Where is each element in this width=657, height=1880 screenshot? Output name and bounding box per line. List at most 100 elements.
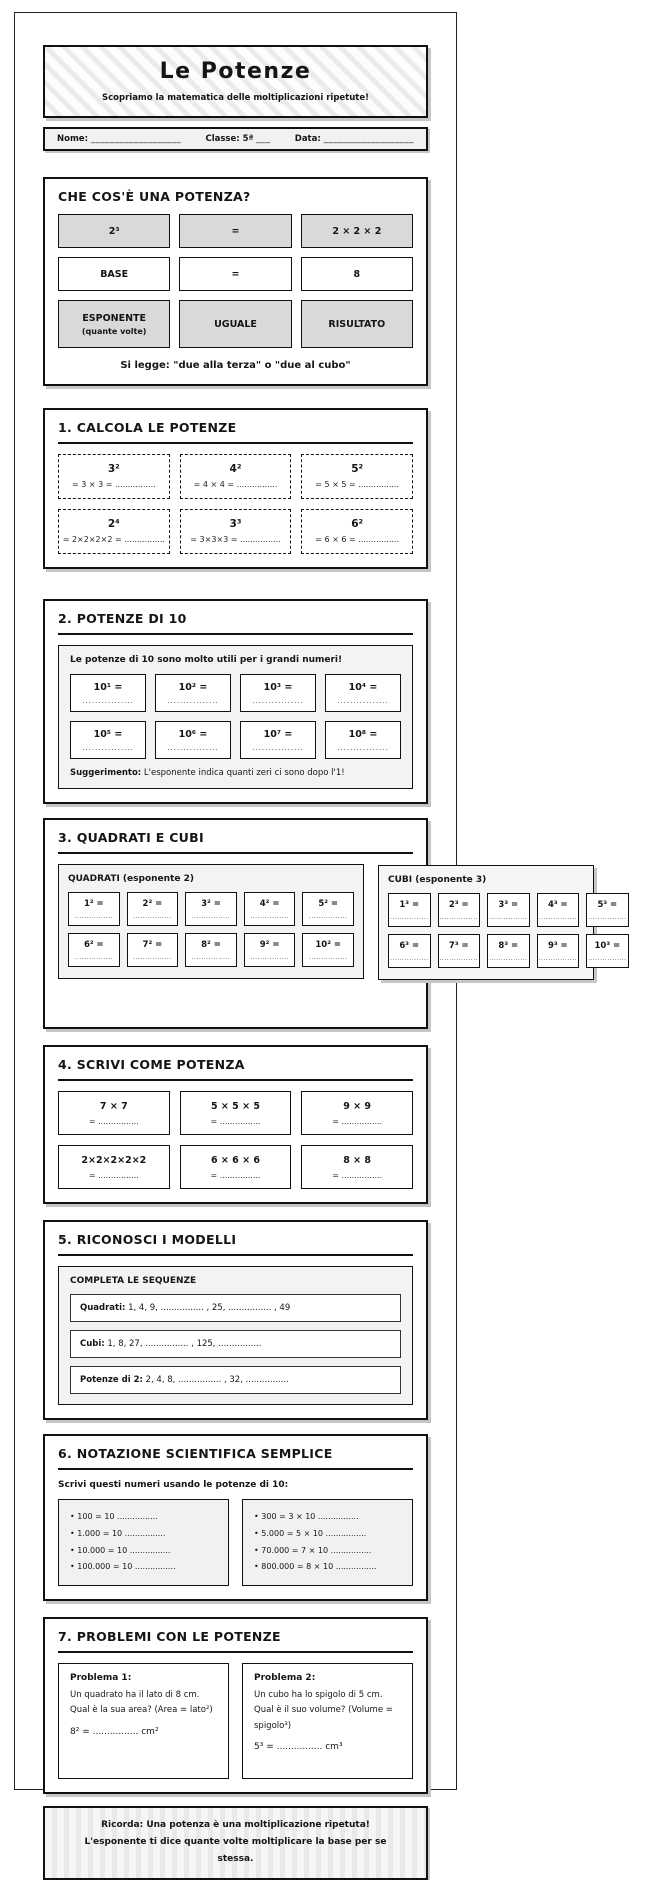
power-label: 10¹ = (93, 682, 123, 693)
fill-in-expression: = 6 × 6 = ................ (315, 535, 399, 544)
sequence-values: 1, 8, 27, ................ , 125, ......… (107, 1339, 262, 1349)
power-label: 9² = (259, 940, 280, 950)
hint-text: Suggerimento: L'esponente indica quanti … (70, 768, 401, 778)
answer-dots: ................ (167, 697, 219, 705)
fill-in-expression: = 4 × 4 = ................ (193, 480, 278, 489)
power-label: 7³ = (448, 941, 469, 951)
power-label: 8³ = (498, 941, 519, 951)
section-title: 6. NOTAZIONE SCIENTIFICA SEMPLICE (58, 1446, 333, 1461)
power-label: 1³ = (399, 900, 420, 910)
cube-box: 5³ =................ (586, 893, 629, 927)
sequence-label: Cubi: (80, 1339, 105, 1349)
potenze10-intro: Le potenze di 10 sono molto utili per i … (70, 655, 343, 665)
grid-cell-expansion: 2 × 2 × 2 (300, 214, 413, 248)
multiplication-label: 6 × 6 × 6 (211, 1155, 260, 1166)
power-label: 10⁷ = (263, 729, 293, 740)
answer-line: = ................ (88, 1171, 139, 1180)
title-rule (58, 633, 413, 635)
answer-dots: ................ (337, 744, 389, 752)
power-label: 5³ = (597, 900, 618, 910)
fill-in-expression: = 5 × 5 = ................ (315, 480, 399, 489)
exercise-box: 4² = 4 × 4 = ................ (179, 454, 292, 499)
problema-formula: 8² = ................ cm² (70, 1726, 159, 1737)
answer-dots: ................ (191, 913, 231, 920)
answer-dots: ................ (191, 954, 231, 961)
power-label: 10² = (315, 940, 341, 950)
square-box: 5² =................ (302, 892, 354, 926)
answer-dots: ................ (133, 954, 172, 961)
problema-text: Un cubo ha lo spigolo di 5 cm. Qual è il… (254, 1690, 393, 1731)
page-title: Le Potenze (159, 59, 312, 84)
reminder-label: Ricorda: (101, 1820, 144, 1831)
power-label: 10³ = (263, 682, 293, 693)
grid-cell-equals: = (179, 257, 292, 291)
answer-dots: ................ (489, 914, 528, 921)
square-box: 6² =................ (68, 933, 120, 967)
name-field: Nome: ___________________ (57, 134, 181, 144)
exercise-box: 8 × 8 = ................ (301, 1145, 413, 1189)
class-label: Classe: 5ª (205, 134, 254, 144)
problema-1-box: Problema 1: Un quadrato ha il lato di 8 … (58, 1663, 229, 1780)
worksheet-header: Le Potenze Scopriamo la matematica delle… (43, 45, 428, 118)
answer-line: = ................ (332, 1117, 383, 1126)
cube-box: 3³ =................ (487, 893, 530, 927)
grid-cell-equals: = (179, 214, 292, 248)
power-label: 5² (351, 463, 364, 475)
power-label: 10⁵ = (93, 729, 123, 740)
section-calcola-le-potenze: 1. CALCOLA LE POTENZE 3² = 3 × 3 = .....… (43, 408, 428, 569)
notazione-columns: • 100 = 10 ................ • 1.000 = 10… (58, 1499, 413, 1587)
notazione-left-box: • 100 = 10 ................ • 1.000 = 10… (58, 1499, 229, 1587)
sequence-values: 2, 4, 8, ................ , 32, ........… (145, 1375, 289, 1385)
answer-line: = ................ (88, 1117, 139, 1126)
power-of-ten-box: 10⁶ = ................ (155, 721, 231, 759)
power-label: 2⁴ (107, 518, 120, 530)
cube-box: 7³ =................ (437, 934, 481, 968)
power-of-ten-box: 10¹ = ................ (70, 674, 146, 712)
answer-dots: ................ (588, 914, 627, 921)
cube-box: 4³ =................ (536, 893, 580, 927)
power-label: 6² = (83, 940, 104, 950)
cube-box: 1³ =................ (388, 893, 431, 927)
potenze10-row-2: 10⁵ = ................ 10⁶ = ...........… (70, 721, 401, 759)
notazione-line: • 10.000 = 10 ................ (70, 1545, 171, 1555)
cube-box: 8³ =................ (487, 934, 530, 968)
answer-dots: ................ (74, 954, 114, 961)
answer-line: = ................ (332, 1171, 383, 1180)
quadrati-title: QUADRATI (esponente 2) (68, 874, 194, 884)
cube-box: 9³ =................ (536, 934, 580, 968)
square-box: 10² =................ (302, 933, 354, 967)
answer-line: = ................ (210, 1117, 261, 1126)
cube-box: 2³ =................ (437, 893, 481, 927)
power-of-ten-box: 10² = ................ (155, 674, 231, 712)
section-title: 1. CALCOLA LE POTENZE (58, 420, 237, 435)
power-label: 3³ = (498, 900, 519, 910)
class-field: Classe: 5ª ___ (205, 134, 270, 144)
section-title: 4. SCRIVI COME POTENZA (58, 1057, 245, 1072)
scrivi-row-2: 2×2×2×2×2 = ................ 6 × 6 × 6 =… (58, 1145, 413, 1189)
exercise-box: 7 × 7 = ................ (58, 1091, 170, 1135)
scrivi-row-1: 7 × 7 = ................ 5 × 5 × 5 = ...… (58, 1091, 413, 1135)
sequence-row: Quadrati: 1, 4, 9, ................ , 25… (70, 1294, 401, 1322)
power-label: 10⁸ = (348, 729, 378, 740)
grid-cell-base: BASE (58, 257, 171, 291)
answer-dots: ................ (308, 913, 348, 920)
sequence-row: Potenze di 2: 2, 4, 8, ................ … (70, 1366, 401, 1394)
sequenze-panel: COMPLETA LE SEQUENZE Quadrati: 1, 4, 9, … (58, 1266, 413, 1405)
section-title: 5. RICONOSCI I MODELLI (58, 1232, 237, 1247)
name-label: Nome: (57, 134, 88, 144)
multiplication-label: 5 × 5 × 5 (211, 1101, 260, 1112)
title-rule (58, 852, 413, 854)
title-rule (58, 1254, 413, 1256)
section-problemi: 7. PROBLEMI CON LE POTENZE Problema 1: U… (43, 1617, 428, 1795)
class-blank-line: ___ (256, 134, 271, 144)
answer-dots: ................ (252, 744, 304, 752)
answer-dots: ................ (538, 914, 578, 921)
power-anatomy-grid: 2³ = 2 × 2 × 2 BASE = 8 ESPONENTE (quant… (58, 214, 413, 348)
answer-dots: ................ (489, 955, 528, 962)
notazione-line: • 100 = 10 ................ (70, 1512, 158, 1521)
cubi-box: CUBI (esponente 3) 1³ =................ … (378, 865, 629, 980)
problema-text: Un quadrato ha il lato di 8 cm. Qual è l… (70, 1690, 213, 1716)
power-label: 6² (351, 518, 364, 530)
power-label: 1² = (83, 899, 104, 909)
power-label: 10³ = (594, 941, 621, 951)
